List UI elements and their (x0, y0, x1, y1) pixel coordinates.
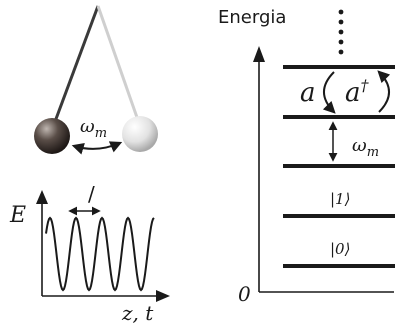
pendulum-frequency-sub: m (95, 126, 107, 141)
wavelength-mark: / (88, 182, 95, 206)
wave-y-label: E (9, 203, 26, 228)
pendulum: ωm (34, 5, 158, 155)
level-spacing-main: ω (352, 135, 367, 156)
lowering-arrow (322, 71, 336, 114)
state-one-label: |1⟩ (330, 190, 350, 208)
continuation-dot (338, 9, 344, 15)
pendulum-ball-light (122, 116, 158, 152)
raising-operator-main: a (345, 78, 361, 108)
energy-axis-label: Energia (218, 7, 286, 28)
energy-diagram: Energia 0 a a† ωm |1⟩ |0⟩ (218, 7, 395, 306)
pendulum-frequency-label: ωm (80, 116, 107, 141)
continuation-dot (338, 19, 344, 25)
wave-x-axis-arrow (156, 290, 170, 302)
wave-curve (45, 216, 155, 292)
raising-operator-label: a† (345, 76, 370, 108)
pendulum-string-light (96, 5, 142, 127)
state-zero-label: |0⟩ (330, 240, 350, 258)
lowering-operator-label: a (300, 78, 316, 108)
level-spacing-sub: m (367, 145, 379, 160)
pendulum-ball-dark (34, 118, 70, 154)
continuation-dot (338, 49, 344, 55)
wave-x-label: z, t (121, 301, 154, 325)
continuation-dot (338, 39, 344, 45)
raising-arrow (377, 70, 391, 113)
raising-operator-dagger: † (361, 76, 370, 95)
wave-y-axis-arrow (36, 190, 48, 204)
pendulum-string-dark (51, 5, 100, 128)
origin-label: 0 (238, 282, 251, 306)
energy-axis-arrow (253, 46, 265, 62)
wave-plot: / E z, t (9, 182, 170, 325)
level-spacing-label: ωm (352, 135, 379, 160)
pendulum-frequency-main: ω (80, 116, 95, 137)
continuation-dot (338, 29, 344, 35)
swing-arrow (71, 141, 123, 155)
